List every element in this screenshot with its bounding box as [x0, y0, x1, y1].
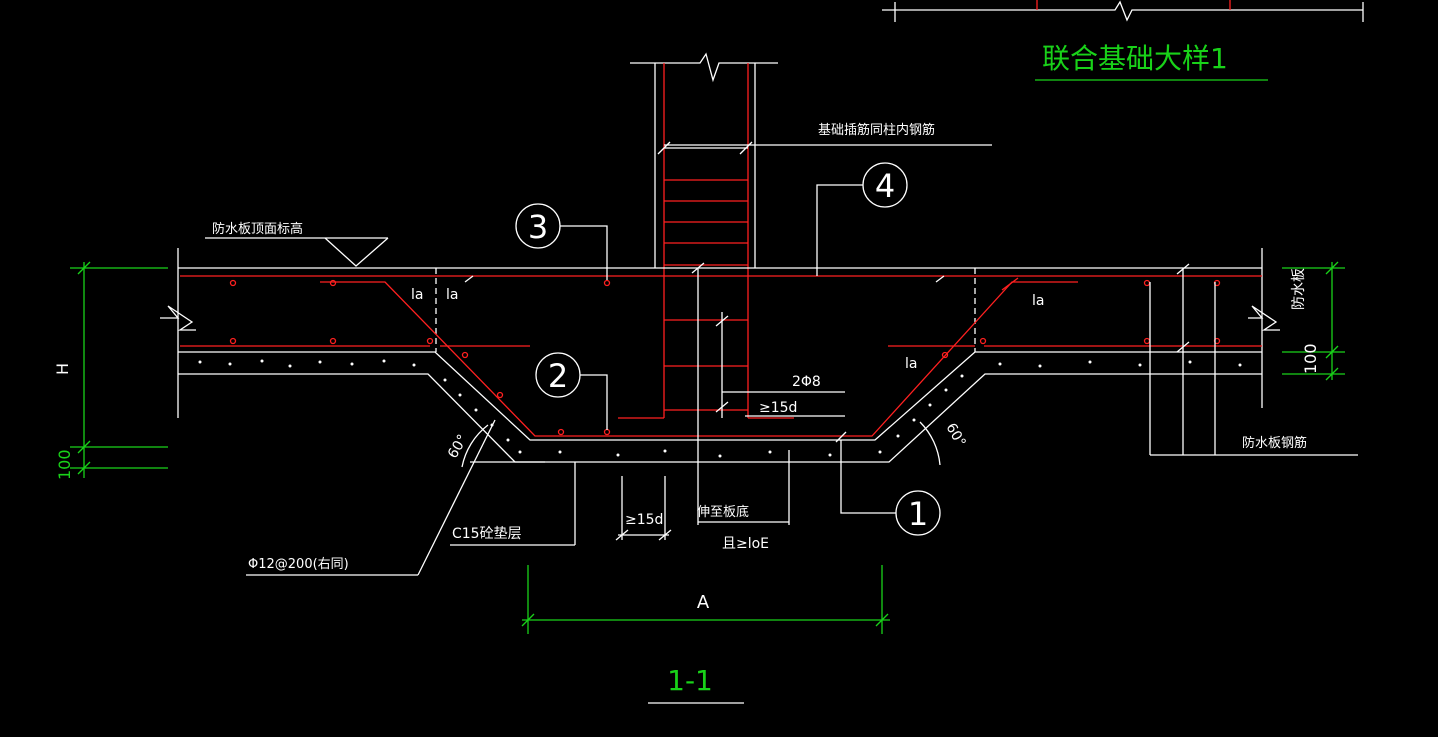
callout-4-number: 4 [875, 167, 895, 205]
top-frame-line [882, 0, 1364, 22]
dim-H: H [53, 363, 72, 375]
callout-4: 4 [816, 162, 908, 276]
rebar-dots [229, 279, 1221, 436]
callout-2-number: 2 [548, 357, 568, 395]
bottom-15d-dimension [615, 450, 790, 541]
right-dimension-lines [1282, 261, 1345, 381]
dim-100-right: 100 [1301, 343, 1320, 374]
cushion-leader [450, 462, 576, 546]
angle-left: 60° [445, 432, 471, 462]
callout-2: 2 [535, 352, 608, 430]
concrete-cushion-pattern [198, 359, 1242, 458]
waterproof-rebar-label: 防水板钢筋 [1242, 435, 1307, 451]
callout-1-number: 1 [908, 495, 928, 533]
ge15d-label-upper: ≥15d [759, 400, 797, 416]
drawing-title: 联合基础大样1 [1042, 42, 1228, 75]
column-rebar [618, 63, 794, 419]
column-rebar-leader [657, 141, 992, 155]
phi12-leader [246, 419, 496, 576]
dim-100-left: 100 [55, 449, 74, 480]
anchorage-dimensions [691, 262, 845, 525]
waterproof-slab-label: 防水板 [1291, 268, 1307, 310]
to-bottom-label: 伸至板底 [697, 504, 749, 520]
slab-rebar [180, 275, 1262, 437]
la-label-3: la [1032, 293, 1044, 309]
la-label-4: la [905, 356, 917, 372]
column-outline [630, 52, 778, 268]
foundation-outline [160, 248, 1280, 463]
bar-2phi8-label: 2Φ8 [792, 374, 821, 390]
ge15d-label-lower: ≥15d [625, 512, 663, 528]
waterproof-slab-dimension [1149, 263, 1358, 456]
section-label: 1-1 [667, 664, 713, 697]
and-loe-label: 且≥loE [722, 536, 769, 552]
slab-top-label: 防水板顶面标高 [212, 221, 303, 237]
column-rebar-note: 基础插筋同柱内钢筋 [818, 122, 935, 138]
la-label-1: la [411, 287, 423, 303]
dim-A: A [697, 592, 710, 613]
bottom-dimension-A [521, 565, 890, 634]
angle-marks [461, 421, 941, 468]
slab-top-elevation-marker [205, 237, 389, 267]
callout-1: 1 [835, 431, 941, 536]
callout-3-number: 3 [528, 208, 548, 246]
la-label-2: la [446, 287, 458, 303]
angle-right: 60° [942, 420, 968, 450]
cushion-label: C15砼垫层 [452, 526, 522, 542]
left-dimension-lines [70, 261, 168, 478]
la-ticks [464, 275, 945, 283]
phi12-label: Φ12@200(右同) [248, 557, 349, 572]
callout-3: 3 [515, 203, 608, 280]
